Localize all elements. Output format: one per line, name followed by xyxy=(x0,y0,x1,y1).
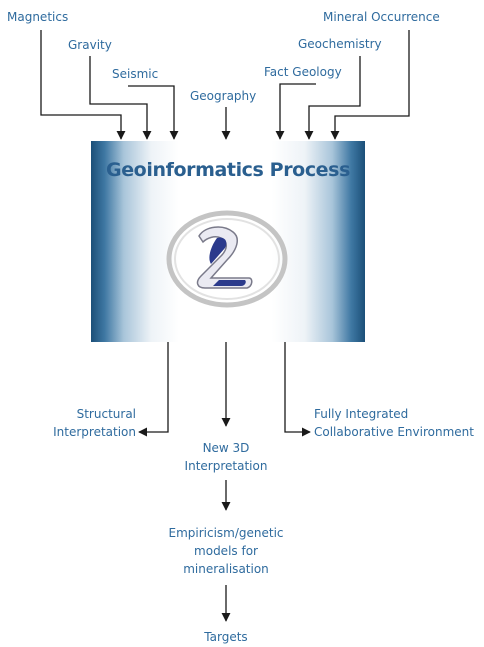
process-title: Geoinformatics Process xyxy=(106,159,350,181)
label-magnetics: Magnetics xyxy=(7,10,69,24)
arrow-structural xyxy=(138,342,169,437)
process-box: Geoinformatics Process xyxy=(91,141,365,342)
arrow-integrated xyxy=(284,342,311,437)
label-new3d-line1: New 3D xyxy=(202,441,250,455)
label-integrated-line2: Collaborative Environment xyxy=(314,425,474,439)
label-structural-line1: Structural xyxy=(76,407,136,421)
arrow-magnetics xyxy=(40,30,126,140)
label-new3d-line2: Interpretation xyxy=(184,459,268,473)
label-mineral-occurrence: Mineral Occurrence xyxy=(323,10,440,24)
label-targets: Targets xyxy=(204,630,248,644)
arrow-gravity xyxy=(89,56,152,140)
arrow-mineral-occurrence xyxy=(330,30,410,140)
label-integrated-line1: Fully Integrated xyxy=(314,407,409,421)
label-geography: Geography xyxy=(190,89,257,103)
arrow-geochemistry xyxy=(304,56,361,140)
label-gravity: Gravity xyxy=(68,38,112,52)
arrow-seismic xyxy=(128,85,179,140)
label-empiricism-line3: mineralisation xyxy=(183,562,269,576)
label-structural-line2: Interpretation xyxy=(53,425,136,439)
arrow-fact-geology xyxy=(275,83,316,140)
z-scroll-logo-icon xyxy=(166,210,288,308)
label-fact-geology: Fact Geology xyxy=(264,65,342,79)
label-empiricism-line2: models for xyxy=(194,544,258,558)
label-empiricism-line1: Empiricism/genetic xyxy=(168,526,284,540)
label-seismic: Seismic xyxy=(112,67,159,81)
label-geochemistry: Geochemistry xyxy=(298,37,382,51)
